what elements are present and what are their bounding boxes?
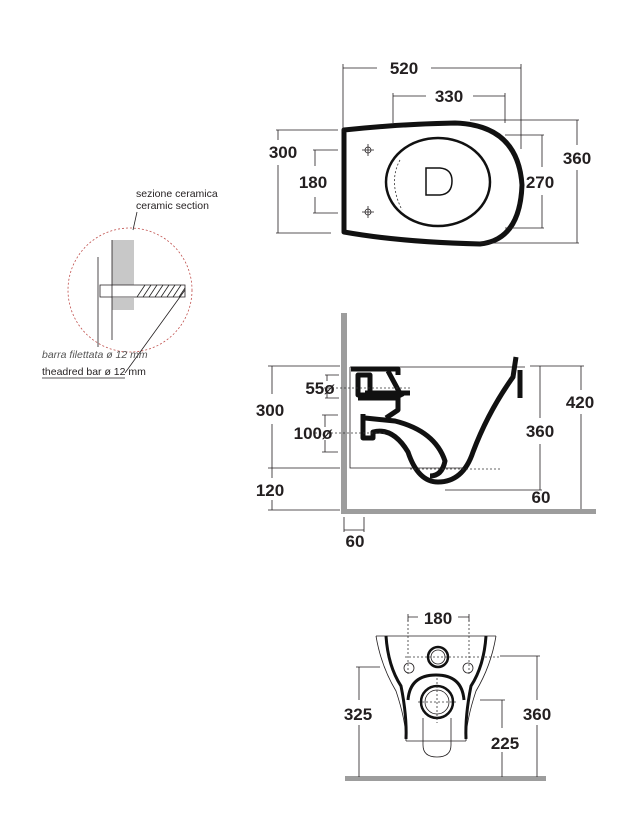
outlet-pipe — [422, 718, 452, 758]
dim-300: 300 — [256, 401, 284, 420]
rim-dash — [394, 159, 403, 211]
wall — [341, 313, 347, 513]
dim-225-line — [480, 699, 505, 777]
label-threaded-bar: theadred bar ø 12 mm — [42, 366, 146, 378]
bowl-outline-top — [341, 120, 525, 247]
seat-rim — [384, 136, 492, 228]
leader-lines — [124, 211, 186, 374]
front-view: 180 325 360 225 — [344, 609, 551, 781]
fixing-hole-icon — [403, 662, 415, 674]
dim-520-line — [342, 64, 522, 149]
dim-360: 360 — [523, 705, 551, 724]
dim-180: 180 — [424, 609, 452, 628]
dim-60-wall: 60 — [346, 532, 365, 551]
label-barra-filettata: barra filettata ø 12 mm — [42, 349, 148, 361]
dim-270: 270 — [526, 173, 554, 192]
dim-pipe-lines — [322, 374, 339, 453]
label-ceramic-section: ceramic section — [136, 200, 209, 212]
dim-360: 360 — [563, 149, 591, 168]
side-view: 300 120 55ø 100ø 360 420 60 60 — [256, 313, 596, 551]
fixing-hole-icon — [362, 206, 374, 218]
floor — [341, 509, 596, 514]
ceramic-section — [112, 298, 134, 310]
dim-420: 420 — [566, 393, 594, 412]
top-view: 520 330 300 180 360 270 — [269, 59, 591, 247]
dim-360: 360 — [526, 422, 554, 441]
dim-wall-60-line — [343, 517, 365, 532]
dim-100-dia: 100ø — [294, 424, 333, 443]
dim-270-line — [505, 134, 544, 229]
dim-120: 120 — [256, 481, 284, 500]
dim-right-lines — [445, 365, 584, 509]
dim-60-bottom: 60 — [532, 488, 551, 507]
dim-325-line — [356, 666, 380, 777]
dim-300: 300 — [269, 143, 297, 162]
dim-180: 180 — [299, 173, 327, 192]
floor — [345, 776, 546, 781]
wall-lines — [97, 240, 186, 347]
outlet-d-shape — [425, 167, 453, 196]
dim-325: 325 — [344, 705, 372, 724]
bowl-inner — [384, 635, 488, 740]
centerlines — [315, 387, 500, 470]
dim-520: 520 — [390, 59, 418, 78]
dim-55-dia: 55ø — [305, 379, 335, 398]
outer-outline — [375, 635, 497, 742]
threaded-bar — [136, 284, 186, 298]
dim-180-line — [407, 614, 470, 621]
dim-left-lines — [268, 365, 340, 511]
dim-360-line — [470, 119, 579, 244]
dim-330: 330 — [435, 87, 463, 106]
detail-circle — [67, 227, 193, 353]
dim-225: 225 — [491, 734, 519, 753]
ceramic-section — [112, 240, 134, 285]
label-sezione-ceramica: sezione ceramica — [136, 188, 218, 200]
inlet-circle — [426, 645, 450, 669]
fixing-hole-icon — [362, 144, 374, 156]
fixing-hole-icon — [462, 662, 474, 674]
dim-180-line — [313, 149, 338, 214]
dim-300-line — [276, 129, 338, 234]
dim-330-line — [392, 93, 506, 123]
inlet-55 — [351, 366, 410, 421]
dim-360-line — [500, 655, 540, 777]
fixing-detail: sezione ceramica ceramic section barra f… — [42, 188, 218, 379]
trap-outline — [360, 356, 519, 485]
